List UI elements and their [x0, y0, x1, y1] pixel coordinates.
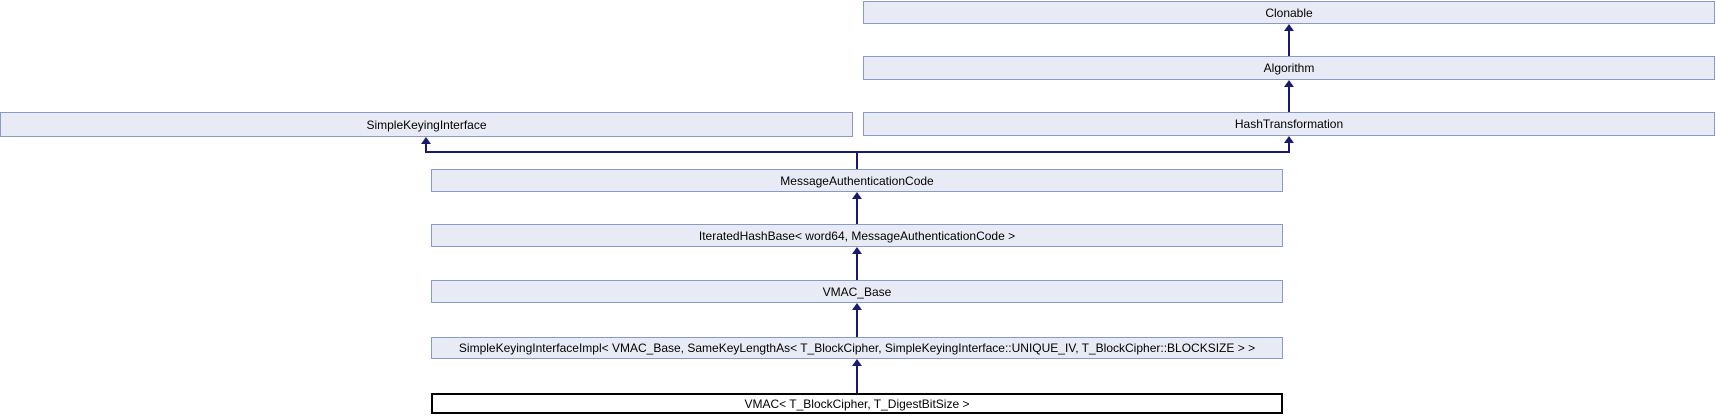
class-node-iterated-hash-base[interactable]: IteratedHashBase< word64, MessageAuthent…	[431, 224, 1283, 247]
inheritance-arrowhead-hash-algorithm	[1284, 80, 1294, 87]
inheritance-arrowhead-algorithm-clonable	[1284, 24, 1294, 31]
inheritance-line-mac-ski-stub	[425, 144, 427, 153]
inheritance-arrowhead-vmac-skii	[852, 359, 862, 366]
inheritance-line-hash-algorithm	[1288, 87, 1290, 112]
inheritance-arrowhead-vmacbase-ihb	[852, 247, 862, 254]
inheritance-line-mac-hash-stub	[1288, 143, 1290, 153]
inheritance-line-mac-riser	[856, 151, 858, 169]
inheritance-arrowhead-skii-vmacbase	[852, 303, 862, 310]
inheritance-arrowhead-ihb-mac	[852, 192, 862, 199]
inheritance-line-skii-vmacbase	[856, 310, 858, 337]
inheritance-line-vmac-skii	[856, 366, 858, 393]
class-node-message-authentication-code[interactable]: MessageAuthenticationCode	[431, 169, 1283, 192]
inheritance-arrowhead-mac-ski	[421, 137, 431, 144]
inheritance-arrowhead-mac-hash	[1284, 136, 1294, 143]
class-node-vmac-current: VMAC< T_BlockCipher, T_DigestBitSize >	[431, 393, 1283, 414]
class-node-clonable[interactable]: Clonable	[863, 1, 1715, 24]
class-node-simple-keying-interface[interactable]: SimpleKeyingInterface	[0, 112, 853, 137]
class-node-simple-keying-interface-impl[interactable]: SimpleKeyingInterfaceImpl< VMAC_Base, Sa…	[431, 337, 1283, 359]
class-node-hash-transformation[interactable]: HashTransformation	[863, 112, 1715, 136]
inheritance-line-vmacbase-ihb	[856, 254, 858, 280]
inheritance-line-ihb-mac	[856, 199, 858, 224]
class-node-algorithm[interactable]: Algorithm	[863, 56, 1715, 80]
inheritance-line-algorithm-clonable	[1288, 31, 1290, 56]
class-node-vmac-base[interactable]: VMAC_Base	[431, 280, 1283, 303]
